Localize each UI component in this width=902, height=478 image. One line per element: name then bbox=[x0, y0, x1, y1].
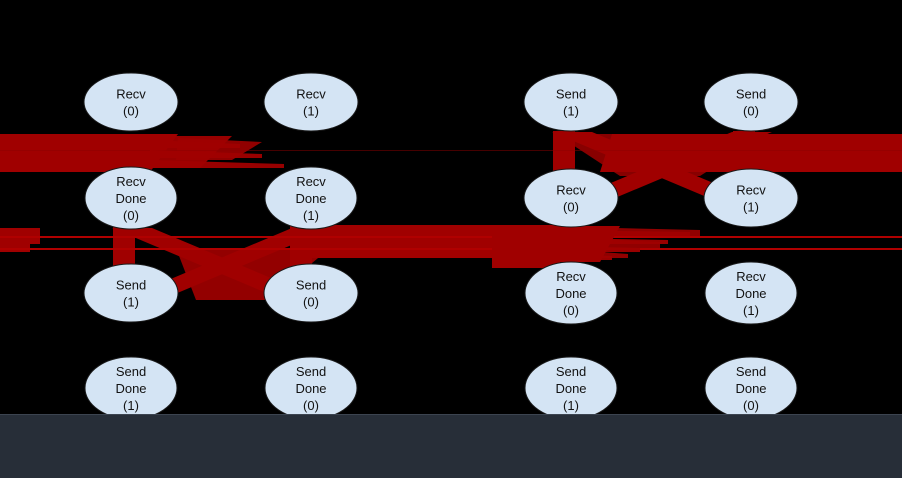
node-ellipse[interactable] bbox=[263, 72, 359, 132]
node-ellipse[interactable] bbox=[264, 356, 358, 414]
graph-node-send-0-r0c3[interactable]: Send(0) bbox=[703, 72, 799, 132]
graph-node-recv-0-r1c2[interactable]: Recv(0) bbox=[523, 168, 619, 228]
edge-serration-f bbox=[150, 150, 262, 158]
edge-wrap-line-top bbox=[0, 150, 902, 151]
edge-block-into-recvdone0-r2 bbox=[492, 226, 560, 268]
edge-serration-g bbox=[150, 160, 284, 168]
node-ellipse[interactable] bbox=[703, 72, 799, 132]
graph-node-recv-1-r0c1[interactable]: Recv(1) bbox=[263, 72, 359, 132]
edge-wrap-line-lower bbox=[0, 248, 902, 250]
node-ellipse[interactable] bbox=[704, 356, 798, 414]
node-ellipse[interactable] bbox=[263, 263, 359, 323]
node-ellipse[interactable] bbox=[704, 261, 798, 325]
edge-serration-b bbox=[556, 238, 668, 244]
graph-node-send-0-r2c1[interactable]: Send(0) bbox=[263, 263, 359, 323]
node-ellipse[interactable] bbox=[703, 168, 799, 228]
edge-stub-send1 bbox=[553, 131, 575, 179]
graph-node-recv-1-r1c3[interactable]: Recv(1) bbox=[703, 168, 799, 228]
edge-fan-upper-right bbox=[556, 134, 766, 176]
edge-serration-a bbox=[556, 230, 690, 236]
graph-node-recv-0-r0c0[interactable]: Recv(0) bbox=[83, 72, 179, 132]
node-ellipse[interactable] bbox=[84, 356, 178, 414]
bottom-toolbar[interactable] bbox=[0, 414, 902, 478]
node-ellipse[interactable] bbox=[524, 261, 618, 325]
edge-serration-c bbox=[556, 246, 640, 252]
node-ellipse[interactable] bbox=[524, 356, 618, 414]
node-ellipse[interactable] bbox=[523, 168, 619, 228]
node-ellipse[interactable] bbox=[83, 72, 179, 132]
edge-band-left-upper bbox=[0, 134, 178, 172]
node-ellipse[interactable] bbox=[83, 263, 179, 323]
node-ellipse[interactable] bbox=[523, 72, 619, 132]
edge-stub-send0 bbox=[733, 131, 755, 179]
edge-band-right-upper bbox=[728, 134, 902, 172]
node-ellipse[interactable] bbox=[264, 166, 358, 230]
edge-layer bbox=[0, 131, 902, 302]
node-ellipse[interactable] bbox=[84, 166, 178, 230]
edge-wrap-line-upper bbox=[0, 236, 902, 238]
edge-serration-d bbox=[556, 254, 612, 260]
graph-node-send-1-r2c0[interactable]: Send(1) bbox=[83, 263, 179, 323]
edge-serration-e bbox=[150, 140, 240, 148]
graph-node-send-1-r0c2[interactable]: Send(1) bbox=[523, 72, 619, 132]
